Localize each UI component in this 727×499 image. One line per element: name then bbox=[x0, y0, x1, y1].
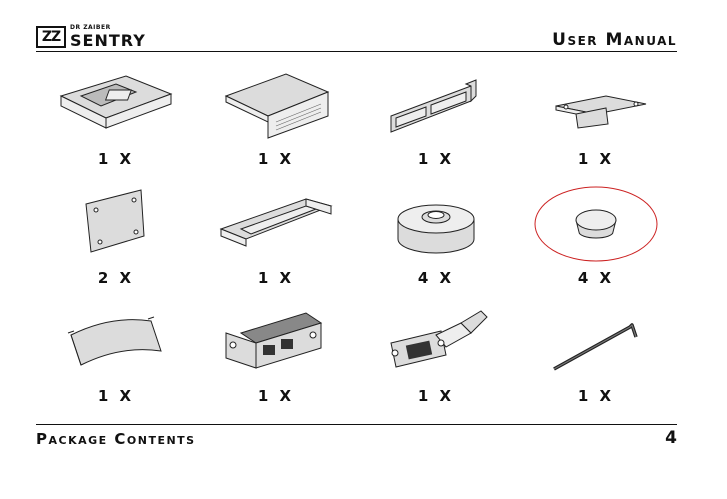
item-quantity: 1 X bbox=[257, 268, 295, 287]
port-module-icon bbox=[225, 312, 323, 369]
package-item: 1 X bbox=[196, 297, 356, 415]
package-item: 1 X bbox=[196, 178, 356, 296]
item-quantity: 1 X bbox=[417, 387, 455, 405]
package-item: 1 X bbox=[356, 297, 516, 415]
logo-name: SENTRY bbox=[70, 31, 146, 50]
curved-clip-icon bbox=[67, 316, 162, 366]
item-quantity: 1 X bbox=[257, 150, 295, 169]
item-quantity: 1 X bbox=[97, 150, 135, 169]
package-item: 1 X bbox=[36, 60, 196, 178]
page-number: 4 bbox=[665, 428, 677, 448]
rubber-foot-icon bbox=[397, 204, 475, 254]
package-item: 2 X bbox=[36, 178, 196, 296]
footer-divider bbox=[36, 424, 677, 425]
logo-mark: ZZ bbox=[36, 26, 66, 48]
package-item: 4 X bbox=[516, 178, 676, 296]
package-item: 1 X bbox=[356, 60, 516, 178]
manual-title: User Manual bbox=[552, 30, 677, 50]
item-quantity: 4 X bbox=[577, 268, 615, 287]
package-item: 1 X bbox=[36, 297, 196, 415]
package-item: 1 X bbox=[516, 60, 676, 178]
brand-logo: ZZ DR ZAIBER SENTRY bbox=[36, 24, 146, 50]
rubber-cap-icon bbox=[534, 186, 658, 262]
package-item: 4 X bbox=[356, 178, 516, 296]
case-cover-icon bbox=[224, 73, 330, 139]
item-quantity: 1 X bbox=[417, 150, 455, 169]
header-divider bbox=[36, 51, 677, 52]
package-item: 1 X bbox=[196, 60, 356, 178]
item-quantity: 1 X bbox=[97, 387, 135, 405]
item-quantity: 4 X bbox=[417, 268, 455, 287]
drive-bracket-icon bbox=[219, 198, 333, 248]
hex-key-icon bbox=[553, 322, 638, 371]
package-item: 1 X bbox=[516, 297, 676, 415]
item-quantity: 1 X bbox=[577, 387, 615, 405]
pci-bracket-icon bbox=[390, 79, 477, 133]
item-quantity: 1 X bbox=[257, 387, 295, 405]
logo-subtitle: DR ZAIBER bbox=[70, 24, 111, 31]
power-socket-icon bbox=[390, 310, 488, 368]
mounting-plate-icon bbox=[85, 189, 145, 253]
item-quantity: 1 X bbox=[577, 150, 615, 169]
chassis-tray-icon bbox=[59, 75, 173, 129]
mounting-bracket-icon bbox=[555, 95, 647, 129]
item-quantity: 2 X bbox=[97, 268, 135, 287]
logo-wordmark: DR ZAIBER SENTRY bbox=[70, 24, 146, 50]
package-contents-grid: 1 X 1 X 1 X bbox=[36, 60, 676, 415]
section-title: Package Contents bbox=[36, 430, 196, 448]
